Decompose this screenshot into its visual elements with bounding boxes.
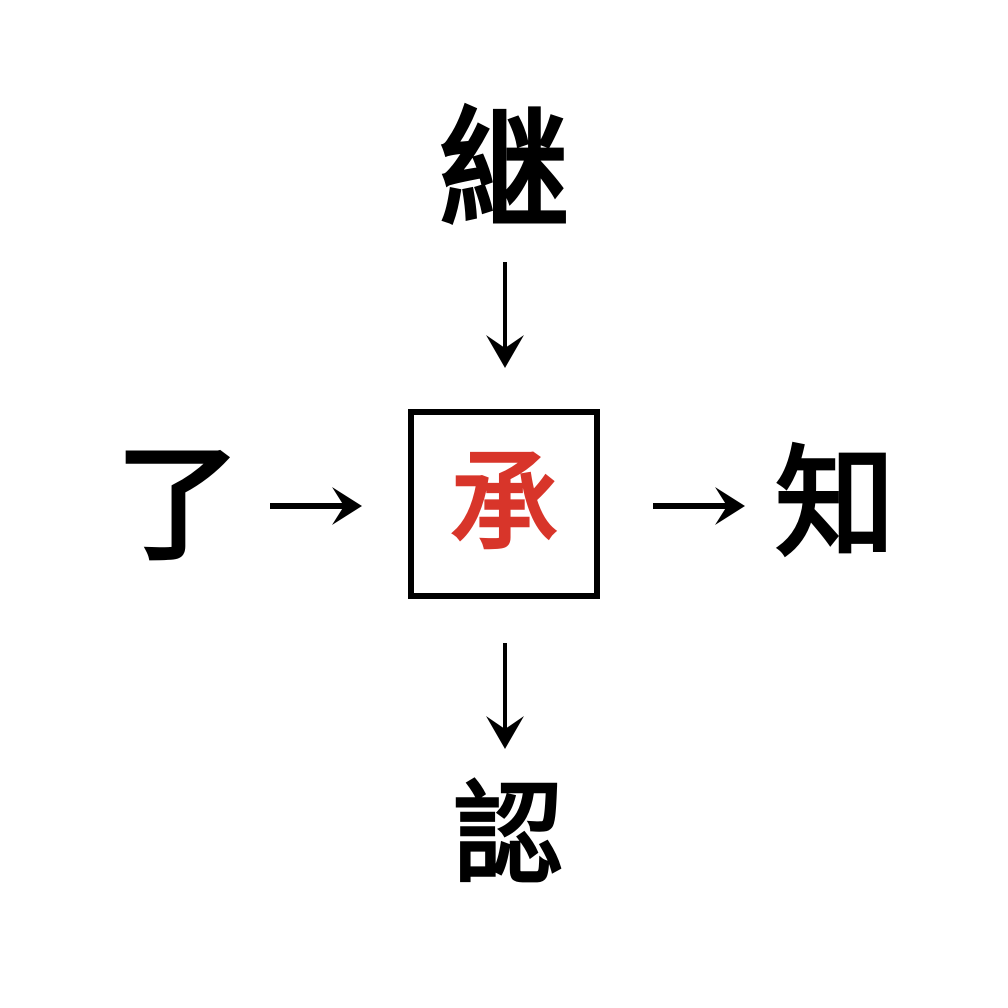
kanji-node-top: 継 <box>438 94 569 246</box>
arrow-center-to-bottom-icon <box>470 643 540 749</box>
center-kanji-box: 承 <box>408 409 600 599</box>
arrow-left-to-center-icon <box>266 483 362 529</box>
kanji-node-right: 知 <box>775 435 895 574</box>
arrow-top-to-center-icon <box>470 262 540 368</box>
kanji-node-bottom: 認 <box>453 770 563 899</box>
kanji-node-left: 了 <box>115 432 241 578</box>
center-kanji-character: 承 <box>449 441 558 566</box>
arrow-center-to-right-icon <box>649 483 745 529</box>
